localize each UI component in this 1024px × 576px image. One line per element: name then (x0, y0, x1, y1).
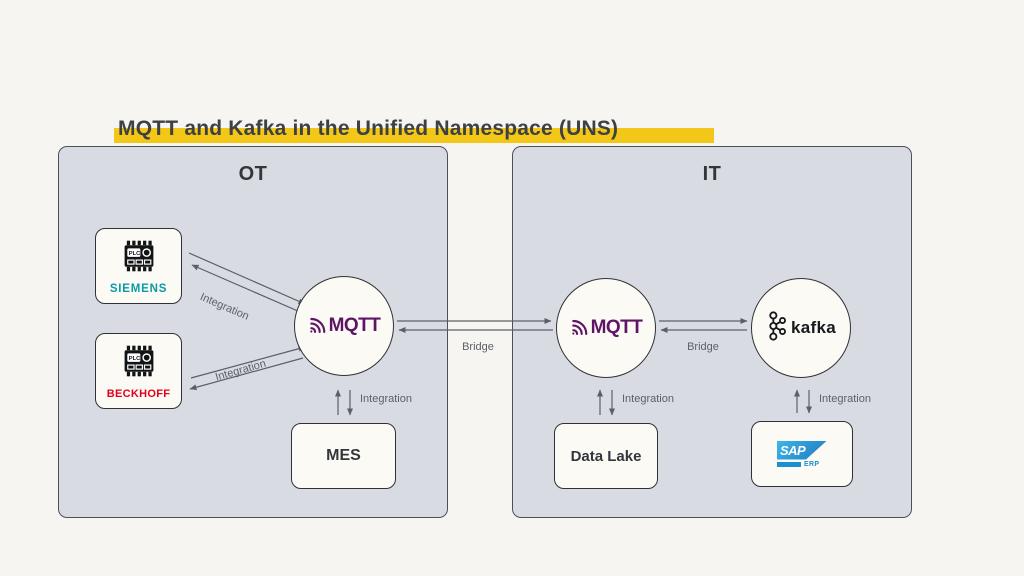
page-title: MQTT and Kafka in the Unified Namespace … (118, 117, 619, 140)
edge-label-mqtt-kafka-bridge: Bridge (687, 341, 719, 353)
mqtt-signal-icon (570, 316, 590, 341)
node-kafka: kafka (751, 278, 851, 378)
ot-panel-label: OT (238, 163, 268, 185)
edge-label-datalake-integration: Integration (622, 393, 674, 405)
node-mqtt-broker-it: MQTT (556, 278, 656, 378)
it-panel-label: IT (702, 163, 722, 185)
kafka-nodes-icon (766, 310, 788, 347)
page-title-block: MQTT and Kafka in the Unified Namespace … (58, 57, 758, 143)
mqtt-wordmark: MQTT (328, 315, 381, 336)
mes-label: MES (326, 447, 361, 464)
svg-text:PLC: PLC (128, 356, 140, 362)
siemens-label: SIEMENS (109, 282, 168, 295)
sap-logo: SAP ERP (777, 440, 827, 468)
title-highlight-bar (114, 128, 714, 143)
svg-text:PLC: PLC (128, 251, 140, 257)
beckhoff-label: BECKHOFF (106, 387, 171, 400)
data-lake-label: Data Lake (570, 447, 642, 465)
mqtt-signal-icon (308, 314, 328, 339)
edge-label-ot-it-bridge: Bridge (462, 341, 494, 353)
node-mes: MES (291, 423, 396, 489)
edge-label-sap-integration: Integration (819, 393, 871, 405)
kafka-wordmark: kafka (791, 318, 836, 337)
sap-tagline-strip (777, 461, 801, 467)
node-sap-erp: SAP ERP (751, 421, 853, 487)
node-mqtt-broker-ot: MQTT (294, 276, 394, 376)
node-data-lake: Data Lake (554, 423, 658, 489)
sap-erp-label: ERP (804, 460, 820, 468)
plc-chip-icon: PLC (120, 343, 158, 384)
mqtt-wordmark: MQTT (590, 317, 643, 338)
edge-label-mes-integration: Integration (360, 393, 412, 405)
plc-chip-icon: PLC (120, 238, 158, 279)
node-siemens-plc: PLC SIEMENS (95, 228, 182, 304)
node-beckhoff-plc: PLC BECKHOFF (95, 333, 182, 409)
sap-wordmark: SAP (780, 442, 806, 458)
